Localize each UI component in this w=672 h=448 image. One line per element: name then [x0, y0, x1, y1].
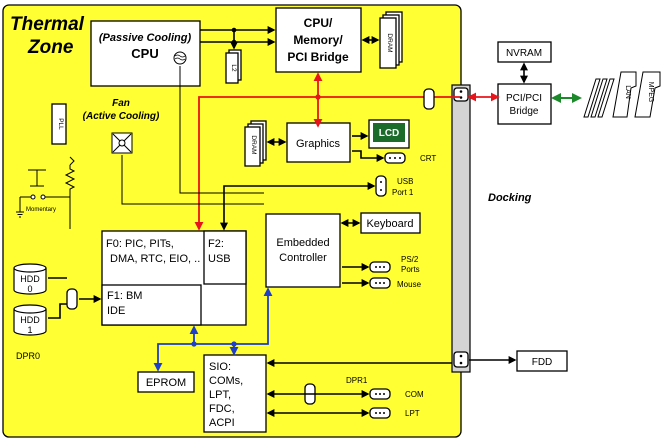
f1-function-line-2: IDE: [107, 305, 125, 317]
f2-function-line-2: USB: [208, 253, 231, 265]
momentary-label: Momentary: [26, 207, 56, 213]
graphics-label: Graphics: [296, 138, 341, 150]
l2-cache-stack: [225, 49, 242, 84]
bridge-line-3: PCI Bridge: [287, 50, 349, 64]
hdd-0-label-2: 0: [27, 284, 32, 294]
usb-port-label-1: USB: [397, 177, 413, 186]
thermal-zone-title-1: Thermal: [10, 14, 85, 35]
lcd-panel: [368, 119, 410, 149]
heatsink-icon: [173, 51, 187, 65]
hdd-0-label-1: HDD: [20, 274, 40, 284]
sio-line-3: LPT,: [209, 389, 231, 401]
ec-label-2: Controller: [279, 252, 327, 264]
graphics-block: [286, 122, 351, 163]
ps2-connector-icon: [369, 261, 391, 273]
usb-port-label-2: Port 1: [392, 188, 414, 197]
hdd-1-icon: [13, 304, 47, 336]
dram-module-graphics: [244, 120, 267, 167]
dram-module-top: [379, 11, 403, 69]
mpeg-card-label: MPEG: [647, 82, 654, 103]
pci-pci-bridge-label-1: PCI/PCI: [506, 93, 542, 104]
lan-card-label: LAN: [624, 85, 631, 99]
bridge-line-1: CPU/: [304, 16, 333, 30]
pci-pci-bridge-label-2: Bridge: [510, 106, 539, 117]
hdd-1-label-2: 1: [27, 325, 32, 335]
pci-pci-bridge-block: [497, 83, 552, 125]
eprom-block: [137, 371, 195, 393]
fan-active-cooling-label: (Active Cooling): [83, 111, 160, 122]
lpt-connector-icon: [369, 407, 391, 419]
crt-connector-icon: [384, 152, 406, 164]
hdd-1-label-1: HDD: [20, 315, 40, 325]
dram-top-label: DRAM: [386, 33, 393, 52]
sio-line-4: FDC,: [209, 403, 235, 415]
fdd-label: FDD: [532, 357, 553, 368]
sio-block: [203, 354, 267, 433]
south-bridge-f2-usb: [203, 230, 247, 285]
l2-label: L2: [230, 64, 237, 72]
crt-port-label: CRT: [420, 154, 436, 163]
fan-label: Fan: [112, 98, 130, 109]
ps2-label-1: PS/2: [401, 255, 419, 264]
momentary-switch-icon: [16, 169, 70, 218]
docking-bar: [451, 84, 471, 373]
f1-function-line-1: F1: BM: [107, 290, 142, 302]
eprom-label: EPROM: [146, 377, 186, 389]
dram-graphics-label: DRAM: [250, 135, 257, 154]
pll-label: PLL: [57, 118, 64, 130]
docking-connector-top: [453, 87, 469, 102]
hdd-0-icon: [13, 263, 47, 295]
com-connector-icon: [369, 388, 391, 400]
sio-line-5: ACPI: [209, 417, 235, 429]
dpr1-label: DPR1: [346, 376, 368, 385]
sio-line-1: SIO:: [209, 361, 231, 373]
keyboard-label: Keyboard: [366, 218, 413, 230]
pci-bus-lines: [194, 72, 500, 231]
thin-signal-wires: [69, 66, 264, 229]
lpt-port-label: LPT: [405, 409, 420, 418]
thermal-zone-title-2: Zone: [27, 37, 74, 58]
sio-line-2: COMs,: [209, 375, 243, 387]
ide-connector-icon: [66, 288, 78, 310]
nvram-label: NVRAM: [506, 48, 542, 59]
cpu-memory-pci-bridge: [275, 7, 362, 73]
black-connection-lines: [48, 26, 528, 417]
usb-port-1-connector: [375, 175, 387, 197]
embedded-controller-block: [265, 213, 341, 288]
f0-function-line-2: DMA, RTC, EIO, ..: [110, 253, 200, 265]
f2-function-line-1: F2:: [208, 238, 224, 250]
cpu-label: CPU: [131, 46, 158, 61]
bridge-line-2: Memory/: [293, 33, 343, 47]
nvram-block: [497, 41, 552, 63]
south-bridge-f1-bm-ide: [101, 284, 202, 326]
expansion-cards-icon: [583, 71, 661, 118]
ps2-label-2: Ports: [401, 265, 420, 274]
cpu-passive-cooling-note: (Passive Cooling): [99, 32, 192, 44]
docking-label: Docking: [488, 192, 532, 204]
docking-connector-bottom: [453, 351, 469, 368]
isa-bus-lines: [153, 287, 273, 372]
ec-label-1: Embedded: [276, 237, 329, 249]
dpr0-label: DPR0: [16, 351, 40, 361]
fan-icon: [111, 132, 133, 154]
mouse-port-label: Mouse: [397, 280, 422, 289]
pll-chip: [51, 103, 67, 145]
fdd-block: [516, 350, 568, 372]
mouse-connector-icon: [369, 277, 391, 289]
pull-up-resistor-icon: [64, 156, 76, 197]
lcd-label: LCD: [379, 128, 400, 139]
f0-function-line-1: F0: PIC, PITs,: [106, 238, 174, 250]
com-port-label: COM: [405, 390, 424, 399]
